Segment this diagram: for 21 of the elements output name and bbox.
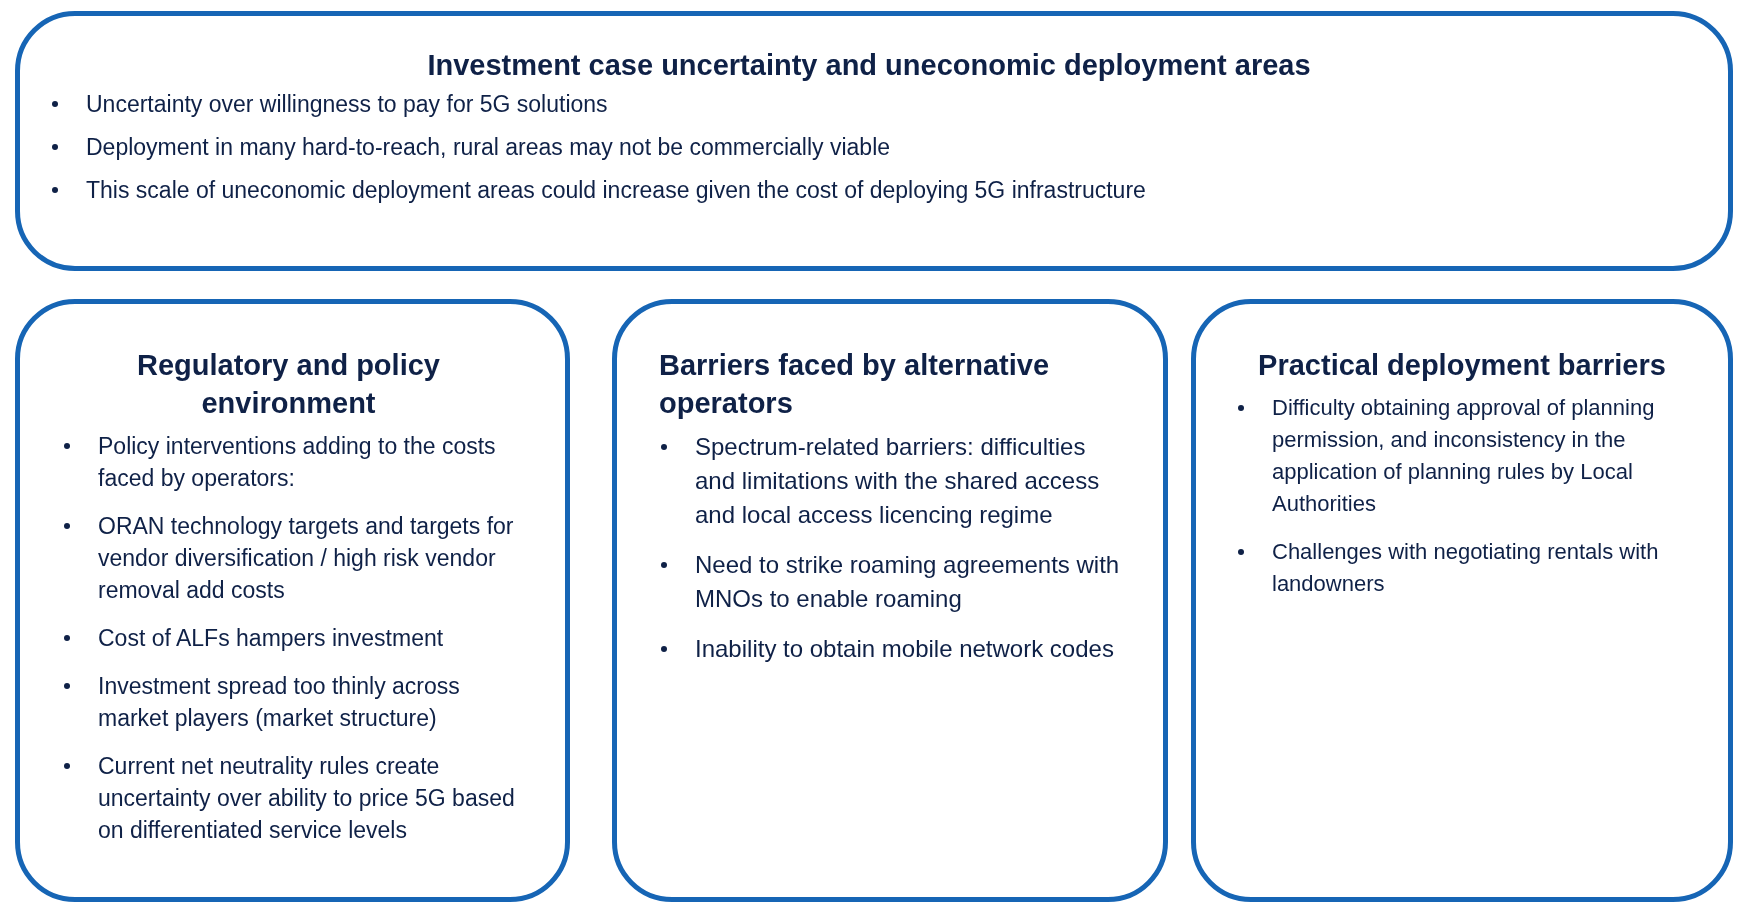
- bullet-text: Policy interventions adding to the costs faced by operators:: [98, 433, 496, 491]
- bullet-text: ORAN technology targets and targets for vendor diversification / high risk vendor removal add costs: [98, 513, 514, 603]
- bullet-text: Uncertainty over willingness to pay for 5G solutions: [86, 91, 608, 117]
- rounded-box: [15, 299, 570, 902]
- bullet-text: Cost of ALFs hampers investment: [98, 625, 444, 651]
- rounded-box: [612, 299, 1168, 902]
- box-heading: Regulatory and policy environment: [136, 348, 441, 421]
- bullet-text: Need to strike roaming agreements with MNOs to enable roaming: [695, 551, 1120, 612]
- rounded-box: [15, 11, 1733, 271]
- bullet-text: Current net neutrality rules create uncertainty over ability to price 5G based on differentiated service levels: [98, 753, 515, 843]
- bullet-text: Difficulty obtaining approval of planning permission, and inconsistency in the application of planning rules by Local Authorities: [1272, 395, 1655, 516]
- box-heading: Practical deployment barriers: [1257, 348, 1667, 383]
- rounded-box: [1191, 299, 1733, 902]
- box-heading: Investment case uncertainty and uneconomic deployment areas: [426, 48, 1312, 83]
- bullet-text: Deployment in many hard-to-reach, rural areas may not be commercially viable: [86, 134, 891, 160]
- bullet-text: Challenges with negotiating rentals with landowners: [1272, 539, 1659, 596]
- bullet-text: Investment spread too thinly across market players (market structure): [98, 673, 460, 731]
- bullet-text: Spectrum-related barriers: difficulties and limitations with the shared access and local access licencing regime: [695, 433, 1100, 528]
- box-heading: Barriers faced by alternative operators: [659, 348, 1051, 421]
- bullet-text: Inability to obtain mobile network codes: [695, 635, 1114, 662]
- bullet-text: This scale of uneconomic deployment areas could increase given the cost of deploying 5G infrastructure: [86, 177, 1146, 203]
